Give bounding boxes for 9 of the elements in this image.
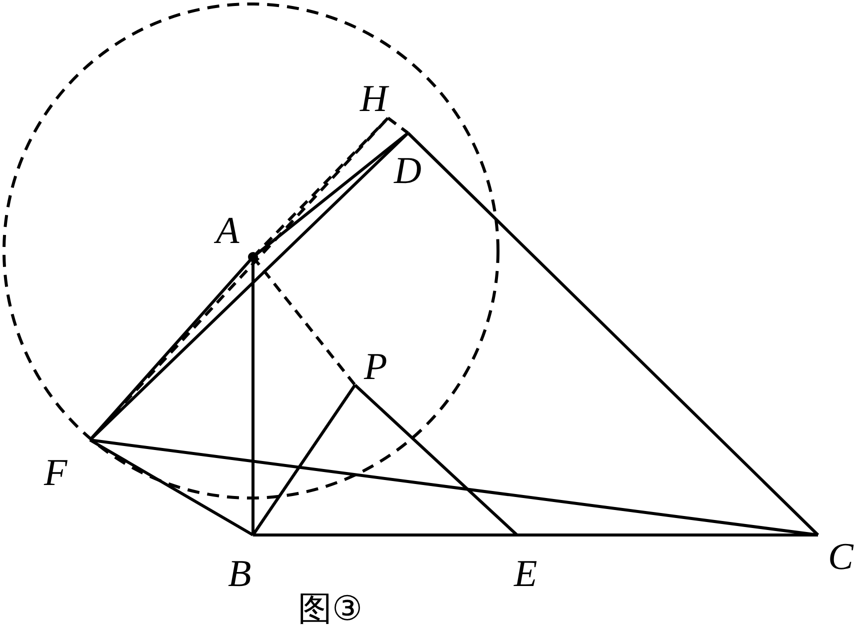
point-label: D [394, 152, 422, 190]
point-label: C [828, 538, 854, 576]
point-label: H [360, 80, 388, 118]
point-label: E [514, 555, 538, 593]
point-label: A [216, 212, 240, 250]
point-label: B [228, 555, 252, 593]
point-label: P [364, 348, 388, 386]
point-label: F [44, 454, 68, 492]
figure-caption: 图③ [298, 592, 362, 626]
